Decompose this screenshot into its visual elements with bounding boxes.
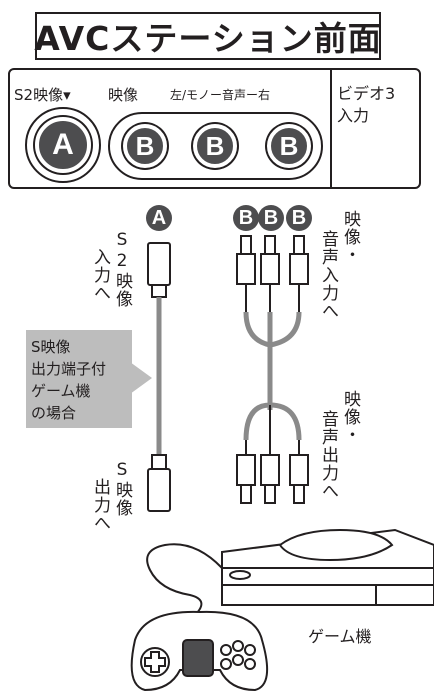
- av-output-label-2: 音声出力へ: [318, 410, 338, 500]
- av-cable: [236, 235, 309, 504]
- audio-right-jack: B: [267, 124, 311, 168]
- s-video-plug-top-collar: [151, 284, 167, 298]
- av-plug-bottom-2-tip: [264, 484, 276, 504]
- s-video-cable: [147, 242, 171, 512]
- page-title: AVCステーション前面: [34, 12, 381, 60]
- note-line-1: S映像: [31, 338, 71, 356]
- s-video-output-label-1: S映像: [112, 460, 132, 517]
- s-video-note: S映像 出力端子付 ゲーム機 の場合: [26, 330, 132, 428]
- audio-label: 左/モノー音声ー右: [170, 88, 271, 102]
- av-plug-bottom-3-tip: [293, 484, 305, 504]
- console-button: [229, 570, 251, 580]
- av-badge-left: B: [258, 205, 284, 231]
- s-video-plug-bottom-collar: [151, 454, 167, 470]
- av-plug-bottom-2: [260, 454, 280, 486]
- video-label: 映像: [108, 86, 139, 104]
- note-line-2: 出力端子付: [31, 360, 107, 378]
- s-video-input-label-1: S2映像: [112, 230, 132, 308]
- note-pointer: [130, 362, 152, 394]
- game-console: [221, 528, 434, 606]
- video-jack: B: [123, 124, 167, 168]
- s-video-badge: A: [146, 205, 172, 231]
- av-plug-bottom-1-tip: [240, 484, 252, 504]
- rca-jack-row: [108, 112, 323, 180]
- av-badge-video: B: [233, 205, 259, 231]
- note-line-3: ゲーム機: [31, 382, 91, 400]
- av-input-label-2: 音声入力へ: [318, 230, 338, 320]
- s2-jack-recess: [25, 107, 101, 183]
- s-video-plug-bottom: [147, 468, 171, 512]
- av-plug-top-2: [260, 253, 280, 285]
- note-line-4: の場合: [31, 404, 77, 422]
- audio-left-jack: B: [193, 124, 237, 168]
- console-disc-lid: [278, 528, 394, 562]
- av-plug-bottom-1: [236, 454, 256, 486]
- panel-divider: [330, 68, 332, 189]
- input-label-line2: 入力: [337, 106, 370, 125]
- game-controller: [130, 610, 269, 692]
- s2-video-label: S2映像▾: [14, 86, 71, 104]
- av-plug-bottom-3: [289, 454, 309, 486]
- av-plug-top-2-tip: [264, 235, 276, 255]
- av-plug-top-1: [236, 253, 256, 285]
- s2-video-jack: A: [35, 117, 91, 173]
- s-video-output-label-2: 出力へ: [90, 478, 110, 532]
- input-label-line1: ビデオ3: [337, 84, 396, 103]
- av-plug-top-3-tip: [293, 235, 305, 255]
- s-video-plug-top: [147, 242, 171, 286]
- av-plug-top-3: [289, 253, 309, 285]
- controller-cord: [146, 543, 223, 616]
- s-video-input-label-2: 入力へ: [90, 248, 110, 302]
- av-input-label-1: 映像・: [340, 210, 360, 264]
- av-output-label-1: 映像・: [340, 390, 360, 444]
- av-badge-right: B: [286, 205, 312, 231]
- front-panel: [8, 68, 421, 189]
- dpad-icon: [144, 651, 166, 673]
- controller-center: [182, 639, 214, 677]
- console-label: ゲーム機: [308, 627, 372, 646]
- av-plug-top-1-tip: [240, 235, 252, 255]
